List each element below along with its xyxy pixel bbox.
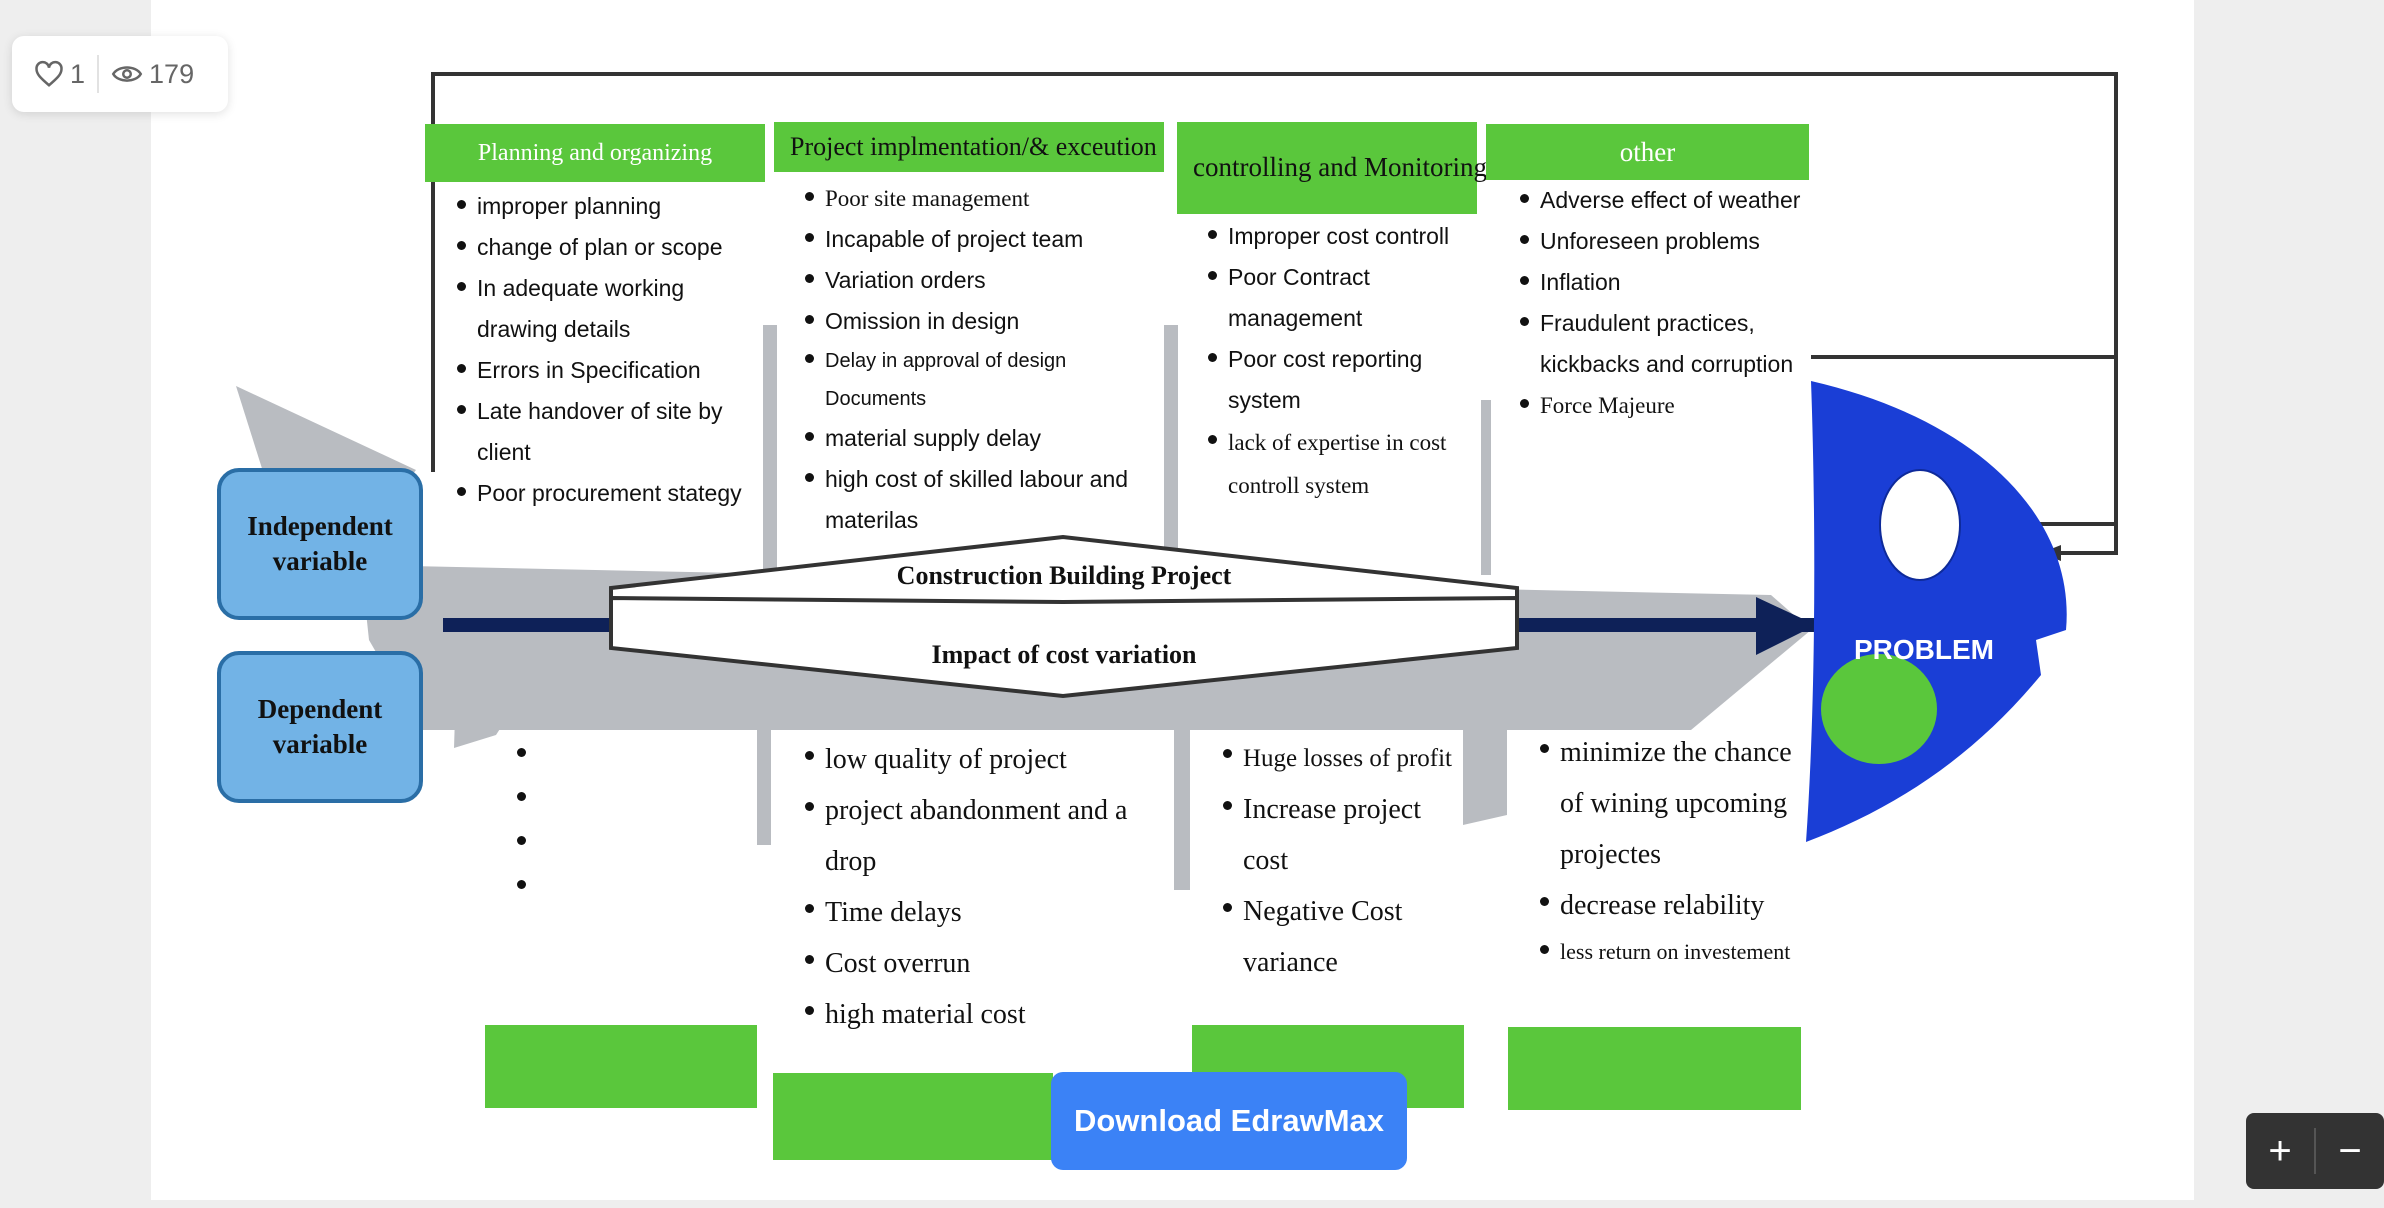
lower-bone-2 (1174, 725, 1190, 890)
cause-item: Unforeseen problems (1518, 221, 1818, 262)
cause-item: Delay in approval of design Documents (803, 342, 1153, 418)
cause-item: Adverse effect of weather (1518, 180, 1818, 221)
cause-item: Omission in design (803, 301, 1153, 342)
header-planning: Planning and organizing (425, 124, 765, 182)
effect-box-1 (485, 1025, 757, 1108)
independent-variable-label: Independent variable (247, 511, 393, 576)
spine-label-bottom-shape (609, 595, 1519, 699)
upper-bone-1 (763, 325, 777, 570)
effect-item: less return on investement (1538, 931, 1808, 972)
cause-item: high cost of skilled labour and materila… (803, 459, 1153, 541)
problem-label: PROBLEM (1854, 634, 1994, 665)
header-implementation: Project implmentation/& exceution (774, 122, 1164, 172)
effect-item: Huge losses of profit (1221, 733, 1461, 784)
cause-item: Poor cost reporting system (1206, 339, 1481, 421)
header-controlling: controlling and Monitoring (1177, 122, 1487, 214)
lower-bone-1 (757, 725, 771, 845)
cause-item: material supply delay (803, 418, 1153, 459)
header-controlling-text: controlling and Monitoring (1193, 152, 1487, 182)
cause-item: Force Majeure (1518, 385, 1818, 426)
download-button-label: Download EdrawMax (1073, 1103, 1385, 1138)
zoom-in-button[interactable]: + (2268, 1128, 2292, 1173)
stats-pill: 1 179 (12, 36, 228, 112)
effect-item (515, 820, 575, 864)
cause-item: Errors in Specification (455, 350, 755, 391)
effect-box-4 (1508, 1027, 1801, 1110)
causes-controlling-list: Improper cost controll Poor Contract man… (1206, 216, 1481, 507)
effect-item: decrease relability (1538, 880, 1808, 931)
feedback-connector (431, 72, 2118, 555)
heart-icon[interactable] (34, 59, 64, 89)
cause-item: Inflation (1518, 262, 1818, 303)
effect-item (515, 864, 575, 908)
spine-label-top: Construction Building Project (896, 561, 1232, 590)
effect-item: project abandonment and a drop (803, 785, 1143, 887)
lower-bone-3 (1463, 725, 1507, 825)
fishbone-diagram (236, 72, 2118, 890)
upper-bone-2 (1164, 325, 1178, 565)
header-implementation-text: Project implmentation/& exceution (790, 132, 1157, 161)
spine-arrowhead (1756, 597, 1816, 655)
independent-variable-box: Independent variable (217, 468, 423, 620)
zoom-out-button[interactable]: − (2338, 1128, 2362, 1173)
cause-item: Fraudulent practices, kickbacks and corr… (1518, 303, 1818, 385)
cause-item: Late handover of site by client (455, 391, 755, 473)
effect-item: Increase project cost (1221, 784, 1461, 886)
dependent-variable-label: Dependent variable (257, 694, 383, 759)
cause-item: Improper cost controll (1206, 216, 1481, 257)
effects-col1-list (515, 732, 575, 908)
stats-divider (97, 55, 100, 93)
effect-box-2 (773, 1073, 1053, 1160)
effects-col4-list: minimize the chance of wining upcoming p… (1538, 727, 1808, 972)
effects-col2-list: low quality of project project abandonme… (803, 734, 1143, 1040)
cause-item: In adequate working drawing details (455, 268, 755, 350)
cause-item: Poor site management (803, 178, 1153, 219)
cause-item: improper planning (455, 186, 755, 227)
diagram-canvas: Planning and organizing Project implment… (151, 0, 2194, 1200)
effect-item: minimize the chance of wining upcoming p… (1538, 727, 1808, 880)
eye-icon (111, 59, 143, 89)
header-planning-text: Planning and organizing (477, 139, 713, 166)
zoom-controls: + − (2246, 1113, 2384, 1189)
effect-item: Cost overrun (803, 938, 1143, 989)
header-other-text: other (1619, 136, 1676, 167)
effect-item (515, 732, 575, 776)
effects-col3-list: Huge losses of profit Increase project c… (1221, 733, 1461, 988)
likes-count: 1 (70, 58, 86, 89)
header-other: other (1486, 124, 1809, 180)
download-button[interactable]: Download EdrawMax (1051, 1072, 1407, 1170)
fish-head (1806, 381, 2067, 842)
fish-eye (1879, 469, 1961, 581)
cause-item: Variation orders (803, 260, 1153, 301)
zoom-divider (2314, 1128, 2316, 1174)
cause-item: Incapable of project team (803, 219, 1153, 260)
views-count: 179 (149, 58, 195, 89)
cause-item: Poor Contract management (1206, 257, 1481, 339)
dependent-variable-box: Dependent variable (217, 651, 423, 803)
causes-planning-list: improper planning change of plan or scop… (455, 186, 755, 514)
cause-item: Poor procurement stategy (455, 473, 755, 514)
effect-item: Time delays (803, 887, 1143, 938)
spine-label-bottom: Impact of cost variation (931, 640, 1197, 669)
upper-bone-3 (1481, 400, 1491, 575)
effect-item: low quality of project (803, 734, 1143, 785)
effect-item (515, 776, 575, 820)
cause-item: lack of expertise in cost controll syste… (1206, 421, 1481, 507)
causes-other-list: Adverse effect of weather Unforeseen pro… (1518, 180, 1818, 426)
causes-implementation-list: Poor site management Incapable of projec… (803, 178, 1153, 541)
fish-spot (1821, 654, 1937, 764)
cause-item: change of plan or scope (455, 227, 755, 268)
effect-item: Negative Cost variance (1221, 886, 1461, 988)
effect-item: high material cost (803, 989, 1143, 1040)
